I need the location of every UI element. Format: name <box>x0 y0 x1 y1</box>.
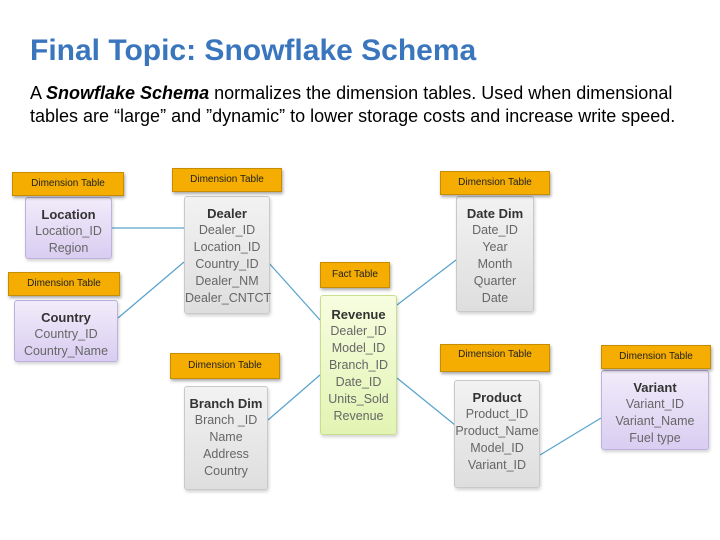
dealer-field-5: Dealer_CNTCT <box>185 291 272 305</box>
product-header: Dimension Table <box>440 344 550 372</box>
branch-dim-table-name: Branch Dim <box>189 396 263 411</box>
product-field-4: Variant_ID <box>467 458 527 472</box>
connector-date-revenue <box>396 259 457 306</box>
date-dim-field-3: Month <box>477 257 513 271</box>
dealer-table: Dealer Dealer_ID Location_ID Country_ID … <box>184 196 272 314</box>
country-field-1: Country_ID <box>34 327 98 341</box>
product-field-3: Model_ID <box>470 441 524 455</box>
revenue-field-1: Dealer_ID <box>330 324 387 338</box>
dealer-field-2: Location_ID <box>193 240 261 254</box>
connector-country-dealer <box>117 261 185 319</box>
slide-title: Final Topic: Snowflake Schema <box>30 34 477 67</box>
variant-table-name: Variant <box>633 380 677 395</box>
revenue-field-2: Model_ID <box>331 341 386 355</box>
country-header: Dimension Table <box>8 272 120 296</box>
variant-field-1: Variant_ID <box>625 397 685 411</box>
date-dim-field-5: Date <box>481 291 509 305</box>
connector-dealer-revenue <box>267 261 321 321</box>
description-rest: normalizes the dimension tables. Used wh… <box>30 83 676 126</box>
branch-dim-field-2: Name <box>209 430 243 444</box>
date-dim-field-2: Year <box>482 240 508 254</box>
description-prefix: A <box>30 83 47 103</box>
branch-dim-header: Dimension Table <box>170 353 280 379</box>
description-emphasis: Snowflake Schema <box>46 83 210 103</box>
date-dim-header: Dimension Table <box>440 171 550 195</box>
branch-dim-field-3: Address <box>203 447 249 461</box>
dealer-field-4: Dealer_NM <box>195 274 259 288</box>
location-field-1: Location_ID <box>35 224 102 238</box>
revenue-header: Fact Table <box>320 262 390 288</box>
product-field-1: Product_ID <box>465 407 529 421</box>
revenue-table: Revenue Dealer_ID Model_ID Branch_ID Dat… <box>320 295 397 435</box>
location-header: Dimension Table <box>12 172 124 196</box>
revenue-field-3: Branch_ID <box>328 358 389 372</box>
branch-dim-field-1: Branch _ID <box>194 413 258 427</box>
location-table: Location Location_ID Region <box>25 197 112 259</box>
variant-field-3: Fuel type <box>629 431 681 445</box>
date-dim-table: Date Dim Date_ID Year Month Quarter Date <box>456 196 534 312</box>
connector-product-revenue <box>396 377 456 426</box>
connector-branch-revenue <box>267 374 321 421</box>
country-table-name: Country <box>41 310 91 325</box>
country-field-2: Country_Name <box>23 344 109 358</box>
variant-table: Variant Variant_ID Variant_Name Fuel typ… <box>601 370 709 450</box>
slide-description: A Snowflake Schema normalizes the dimens… <box>30 82 700 128</box>
date-dim-field-4: Quarter <box>473 274 517 288</box>
product-table-name: Product <box>472 390 522 405</box>
revenue-field-5: Units_Sold <box>328 392 389 406</box>
revenue-table-name: Revenue <box>331 307 386 322</box>
variant-header: Dimension Table <box>601 345 711 369</box>
branch-dim-table: Branch Dim Branch _ID Name Address Count… <box>184 386 268 490</box>
revenue-field-6: Revenue <box>333 409 384 423</box>
dealer-table-name: Dealer <box>207 206 247 221</box>
dealer-field-3: Country_ID <box>195 257 259 271</box>
connector-product-variant <box>539 417 602 456</box>
product-table: Product Product_ID Product_Name Model_ID… <box>454 380 540 488</box>
branch-dim-field-4: Country <box>204 464 248 478</box>
location-field-2: Region <box>48 241 89 255</box>
date-dim-table-name: Date Dim <box>466 206 524 221</box>
location-table-name: Location <box>41 207 96 222</box>
date-dim-field-1: Date_ID <box>472 223 518 237</box>
country-table: Country Country_ID Country_Name <box>14 300 118 362</box>
revenue-field-4: Date_ID <box>335 375 382 389</box>
dealer-header: Dimension Table <box>172 168 282 192</box>
variant-field-2: Variant_Name <box>615 414 695 428</box>
dealer-field-1: Dealer_ID <box>198 223 256 237</box>
product-field-2: Product_Name <box>455 424 539 438</box>
